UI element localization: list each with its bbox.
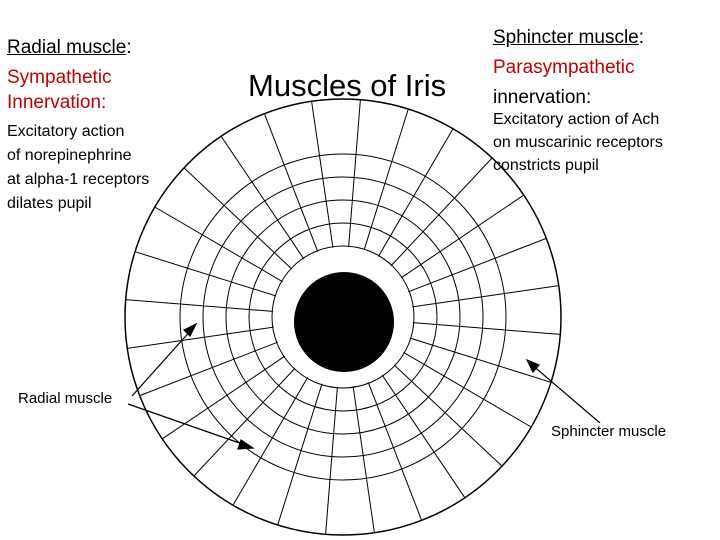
parasympathetic-label: Parasympathetic [493, 57, 635, 78]
page-title: Muscles of Iris [248, 68, 447, 103]
radial-muscle-heading-text: Radial muscle [7, 37, 127, 58]
radial-spoke [381, 374, 466, 499]
radial-description-line-3: at alpha-1 receptors [7, 171, 150, 188]
radial-spoke [311, 101, 334, 248]
sphincter-arrowhead [525, 358, 540, 374]
radial-spoke [363, 108, 409, 251]
sphincter-description-line-2: on muscarinic receptors [493, 134, 663, 151]
radial-arrowhead-lower [237, 439, 255, 450]
radial-muscle-lines [125, 99, 561, 535]
radial-spoke [390, 157, 493, 267]
radial-spoke [412, 285, 559, 308]
radial-spoke [220, 135, 305, 260]
pupil [294, 272, 394, 372]
radial-spoke [263, 113, 319, 252]
sphincter-ring [248, 222, 438, 412]
radial-arrowhead-upper [182, 322, 198, 338]
radial-spoke [393, 364, 503, 467]
sympathetic-label: Sympathetic [7, 67, 112, 88]
radial-arrow-line-lower [127, 403, 249, 447]
arrows [127, 322, 601, 450]
radial-spoke [183, 167, 293, 270]
radial-spoke [193, 367, 296, 477]
radial-muscle-heading: Radial muscle: [7, 35, 132, 60]
radial-spoke [409, 337, 552, 383]
radial-description-line-1: Excitatory action [7, 123, 125, 140]
sphincter-muscle-label: Sphincter muscle [551, 423, 667, 440]
radial-spoke [408, 237, 547, 293]
radial-spoke [325, 386, 338, 535]
radial-spoke [348, 99, 361, 248]
radial-spoke [412, 322, 561, 335]
radial-spoke [161, 355, 286, 440]
radial-muscle-label: Radial muscle [18, 390, 115, 407]
radial-description-line-4: dilates pupil [7, 195, 92, 212]
radial-spoke [377, 128, 454, 257]
sphincter-arrow-line [530, 363, 601, 424]
radial-spoke [400, 194, 525, 279]
radial-spoke [403, 351, 532, 428]
sphincter-muscle-heading-text: Sphincter muscle [493, 27, 639, 48]
sphincter-ring [271, 245, 415, 389]
sphincter-ring [179, 153, 507, 481]
radial-description-line-2: of norepinephrine [7, 147, 132, 164]
sympathetic-innervation-label: Innervation: [7, 92, 107, 113]
sphincter-description-line-3: constricts pupil [493, 157, 599, 174]
radial-spoke [127, 326, 274, 349]
radial-spoke [277, 383, 323, 526]
sphincter-ring [202, 176, 484, 458]
parasympathetic-innervation-label: innervation: [493, 87, 592, 108]
radial-spoke [139, 341, 278, 397]
radial-spoke [125, 299, 274, 312]
iris-outline [124, 98, 562, 536]
sphincter-muscle-heading: Sphincter muscle: [493, 25, 644, 50]
radial-spoke [134, 251, 277, 297]
radial-arrow-line-upper [131, 327, 194, 397]
radial-spoke [154, 206, 283, 283]
sphincter-description-line-1: Excitatory action of Ach [493, 111, 660, 128]
radial-spoke [232, 377, 309, 506]
radial-spoke [352, 386, 375, 533]
sphincter-muscle-heading-colon: : [638, 27, 645, 48]
sphincter-muscle-rings [179, 153, 507, 481]
radial-spoke [367, 382, 423, 521]
sphincter-ring [225, 199, 461, 435]
radial-muscle-heading-colon: : [126, 37, 132, 58]
